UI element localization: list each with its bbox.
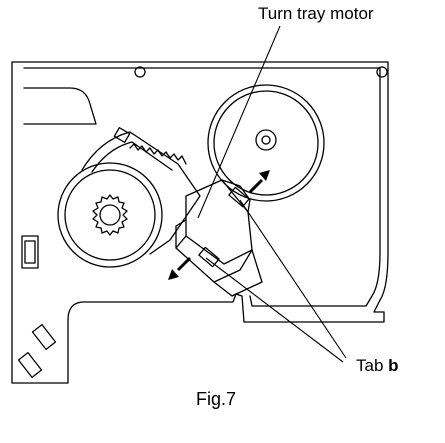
tab-b-right bbox=[228, 186, 250, 208]
leader-tab-2 bbox=[205, 257, 344, 363]
chassis-outline bbox=[11, 61, 389, 384]
gear-bracket-inner bbox=[91, 141, 173, 173]
right-boss-inner bbox=[213, 90, 319, 196]
leader-tab-1 bbox=[239, 199, 347, 359]
bracket-tab bbox=[113, 127, 131, 143]
top-left-cutout bbox=[23, 87, 97, 125]
leader-motor bbox=[197, 25, 281, 219]
tab-callout-label: Tab b bbox=[356, 356, 399, 376]
tab-callout-letter: b bbox=[388, 356, 399, 375]
left-slot-inner bbox=[24, 240, 36, 264]
mount-hole-left bbox=[134, 66, 146, 78]
chassis-inner-outline bbox=[23, 67, 381, 307]
motor-body-face bbox=[175, 219, 187, 249]
right-boss-outer bbox=[207, 84, 325, 202]
right-boss-hub-core bbox=[261, 135, 271, 145]
rack-teeth bbox=[129, 143, 187, 165]
right-boss-hub bbox=[255, 129, 277, 151]
tab-b-left bbox=[198, 246, 220, 268]
gear-hub bbox=[99, 204, 121, 226]
spur-gear bbox=[92, 194, 128, 236]
push-down-arrow-icon bbox=[168, 256, 192, 280]
gear-disk-inner bbox=[64, 169, 156, 261]
gear-bracket bbox=[81, 131, 201, 255]
tab-callout-text: Tab bbox=[356, 356, 389, 375]
left-slot-lower bbox=[31, 323, 57, 351]
gear-disk-outer bbox=[57, 162, 163, 268]
motor-callout-label: Turn tray motor bbox=[258, 4, 374, 23]
push-up-arrow-icon bbox=[248, 170, 270, 194]
mount-hole-right bbox=[376, 66, 388, 78]
left-slot-upper bbox=[21, 235, 39, 269]
figure-caption: Fig.7 bbox=[196, 389, 237, 409]
motor-connector bbox=[221, 179, 251, 213]
left-slot-bottom bbox=[17, 351, 43, 379]
